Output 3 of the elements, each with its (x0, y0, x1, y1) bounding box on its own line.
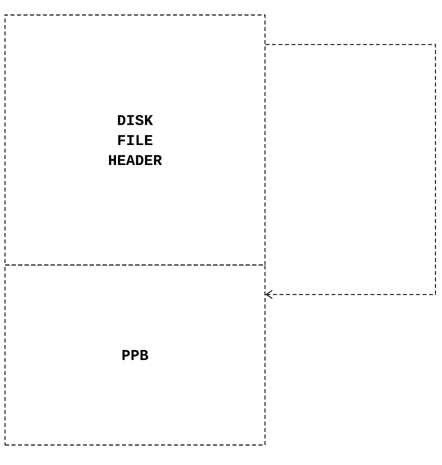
file-block: DISK FILE HEADER (4, 14, 266, 266)
pointer-arrow (265, 44, 436, 299)
file-block: PPB (4, 264, 266, 446)
